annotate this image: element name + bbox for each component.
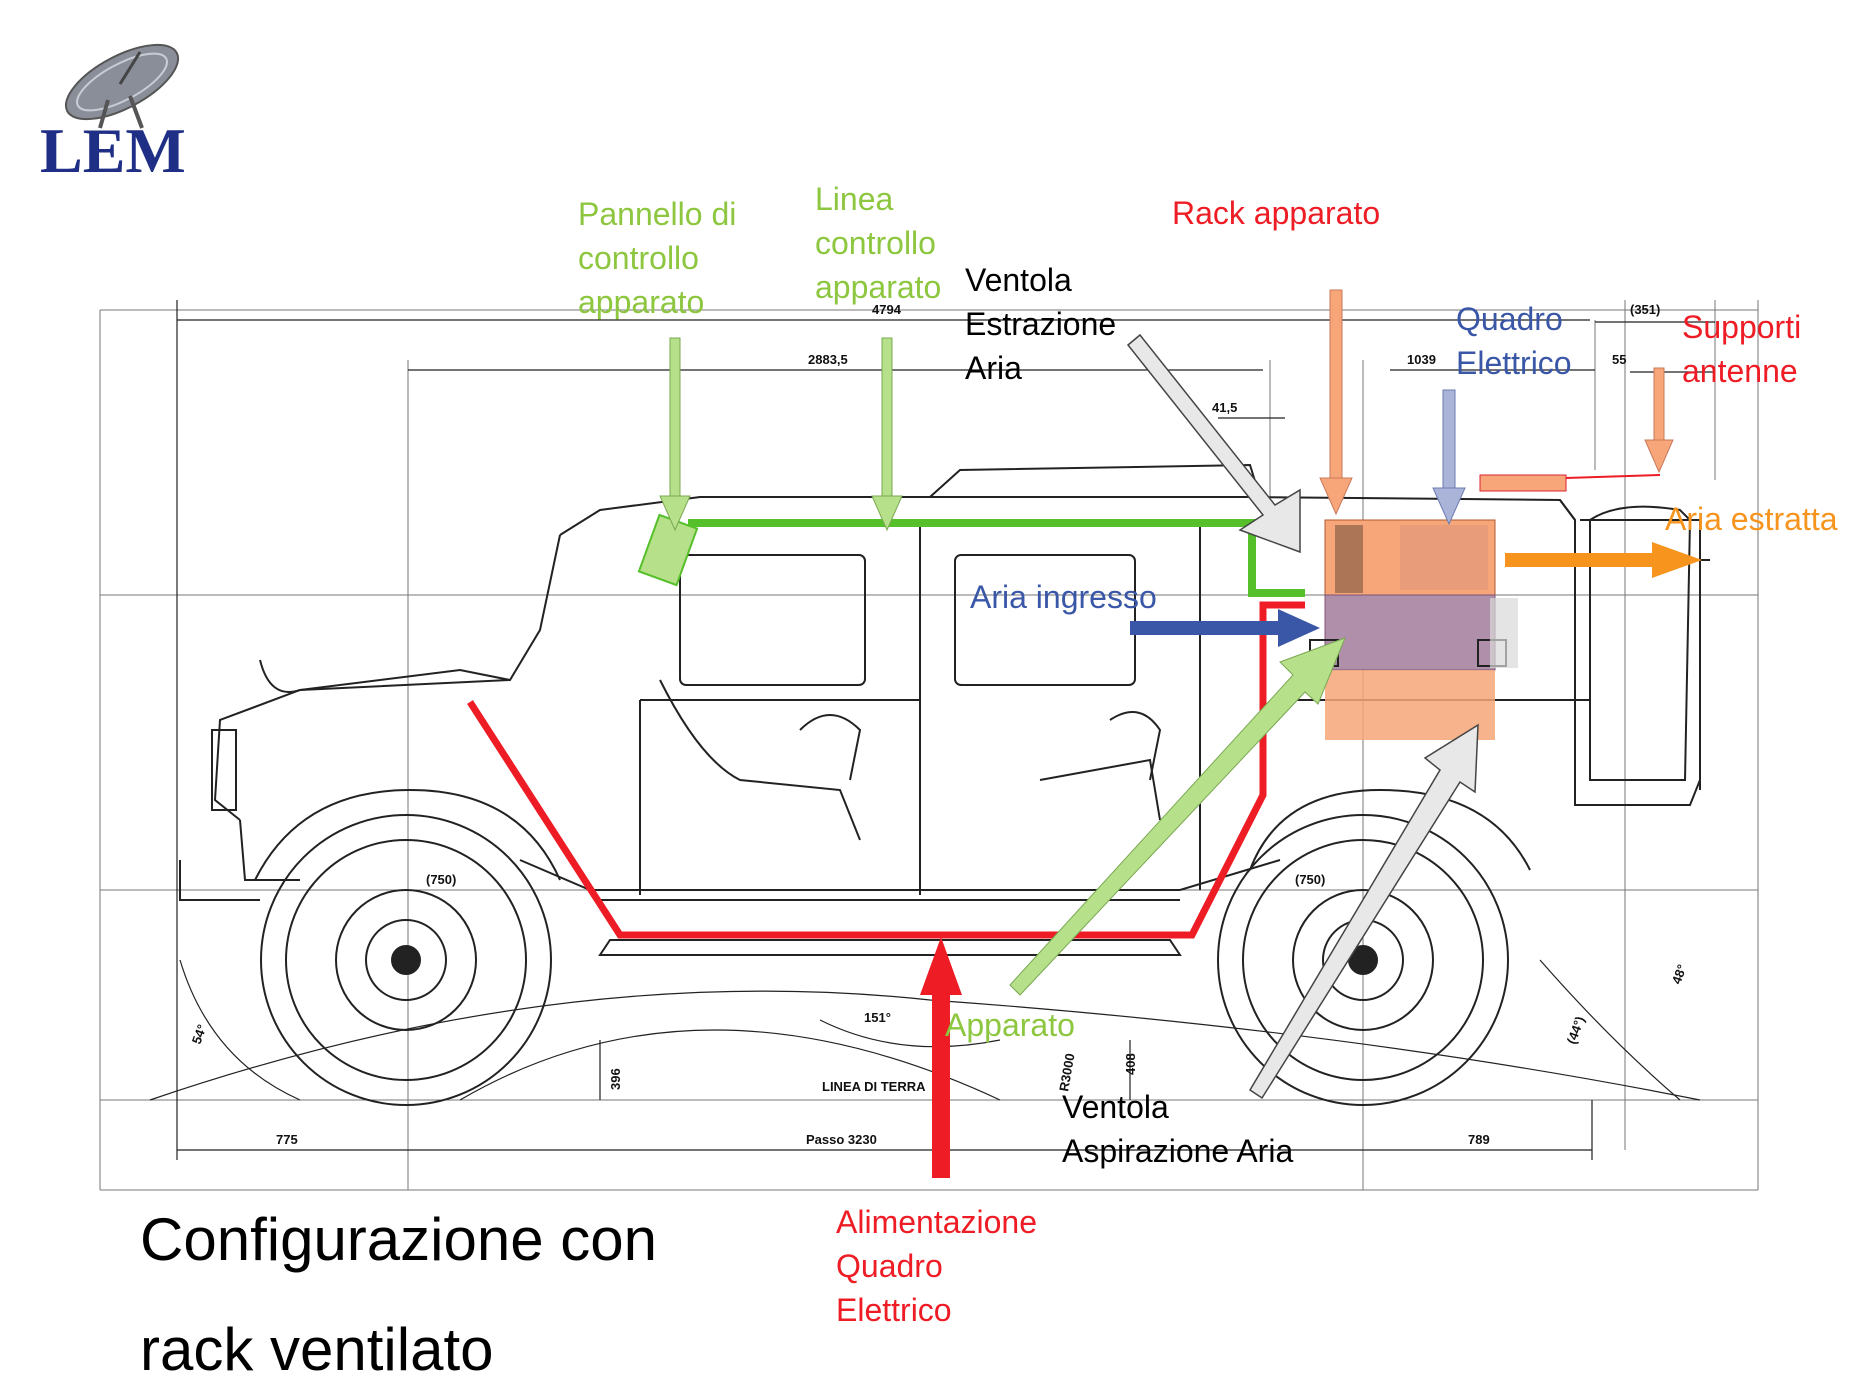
label-pannello: Pannello di controllo apparato [578,196,736,320]
svg-text:Pannello di: Pannello di [578,196,736,232]
svg-text:Ventola: Ventola [1062,1089,1169,1125]
dim-750-front: (750) [426,872,456,887]
label-ventola-aspirazione: Ventola Aspirazione Aria [1062,1089,1293,1169]
drawing-frame [99,300,1759,1191]
dim-48: 48° [1669,962,1690,986]
dimension-labels: 4794 2883,5 41,5 1039 (351) 55 (750) (75… [189,302,1690,1147]
arrow-rack [1319,289,1353,516]
dim-396: 396 [608,1068,623,1090]
svg-text:Elettrico: Elettrico [1456,345,1572,381]
dim-54: 54° [189,1022,210,1046]
lem-logo: LEM [40,43,186,186]
page-title-line-2: rack ventilato [140,1316,494,1383]
dimension-lines [149,300,1715,1160]
control-panel [637,513,699,587]
arrow-aria-ingresso [1130,609,1320,647]
arrow-quadro [1432,389,1466,526]
svg-text:Quadro: Quadro [1456,301,1563,337]
arrow-aria-estratta [1505,542,1702,578]
label-linea: Linea controllo apparato [815,181,941,305]
rack-apparato [1309,519,1518,740]
svg-text:Aria: Aria [965,350,1022,386]
svg-text:Supporti: Supporti [1682,309,1801,345]
arrow-alimentazione [920,937,962,1178]
dim-1039: 1039 [1407,352,1436,367]
page-title-line-1: Configurazione con [140,1206,658,1273]
arrow-ventola-estrazione [1126,333,1301,554]
dim-r3000: R3000 [1056,1052,1077,1092]
svg-text:apparato: apparato [578,284,704,320]
label-aria-estratta: Aria estratta [1665,501,1838,537]
dim-775: 775 [276,1132,298,1147]
svg-text:Ventola: Ventola [965,262,1072,298]
arrow-ventola-aspirazione [1248,723,1479,1100]
svg-text:controllo: controllo [815,225,936,261]
arrow-linea [871,337,903,532]
label-quadro: Quadro Elettrico [1456,301,1572,381]
svg-text:apparato: apparato [815,269,941,305]
svg-text:Aspirazione Aria: Aspirazione Aria [1062,1133,1293,1169]
svg-text:Linea: Linea [815,181,894,217]
dim-351: (351) [1630,302,1660,317]
label-ventola-estrazione: Ventola Estrazione Aria [965,262,1116,386]
arrow-supporti [1644,367,1674,474]
front-wheel [260,814,552,1106]
satellite-dish-icon [64,43,180,129]
logo-text: LEM [40,115,186,186]
dim-151: 151° [864,1010,891,1025]
svg-text:Estrazione: Estrazione [965,306,1116,342]
svg-text:antenne: antenne [1682,353,1798,389]
svg-text:Elettrico: Elettrico [836,1292,952,1328]
dim-41: 41,5 [1212,400,1237,415]
linea-di-terra: LINEA DI TERRA [822,1079,926,1094]
annotation-labels: Pannello di controllo apparato Linea con… [578,181,1838,1328]
antenna-support [1479,474,1567,492]
dim-55: 55 [1612,352,1626,367]
green-control-line [688,519,1305,597]
label-rack: Rack apparato [1172,195,1380,231]
red-power-line [467,601,1305,939]
dim-789: 789 [1468,1132,1490,1147]
dim-2883: 2883,5 [808,352,848,367]
dim-750-rear: (750) [1295,872,1325,887]
dim-44: (44°) [1564,1014,1588,1046]
dim-passo: Passo 3230 [806,1132,877,1147]
svg-text:Quadro: Quadro [836,1248,943,1284]
dim-4794: 4794 [872,302,902,317]
dim-408: 408 [1123,1053,1138,1075]
svg-text:controllo: controllo [578,240,699,276]
arrow-pannello [659,337,691,532]
label-alimentazione: Alimentazione Quadro Elettrico [836,1204,1037,1328]
label-aria-ingresso: Aria ingresso [970,579,1157,615]
label-supporti: Supporti antenne [1682,309,1801,389]
label-apparato: Apparato [945,1007,1075,1043]
arrow-apparato [1009,637,1346,996]
svg-text:Alimentazione: Alimentazione [836,1204,1037,1240]
